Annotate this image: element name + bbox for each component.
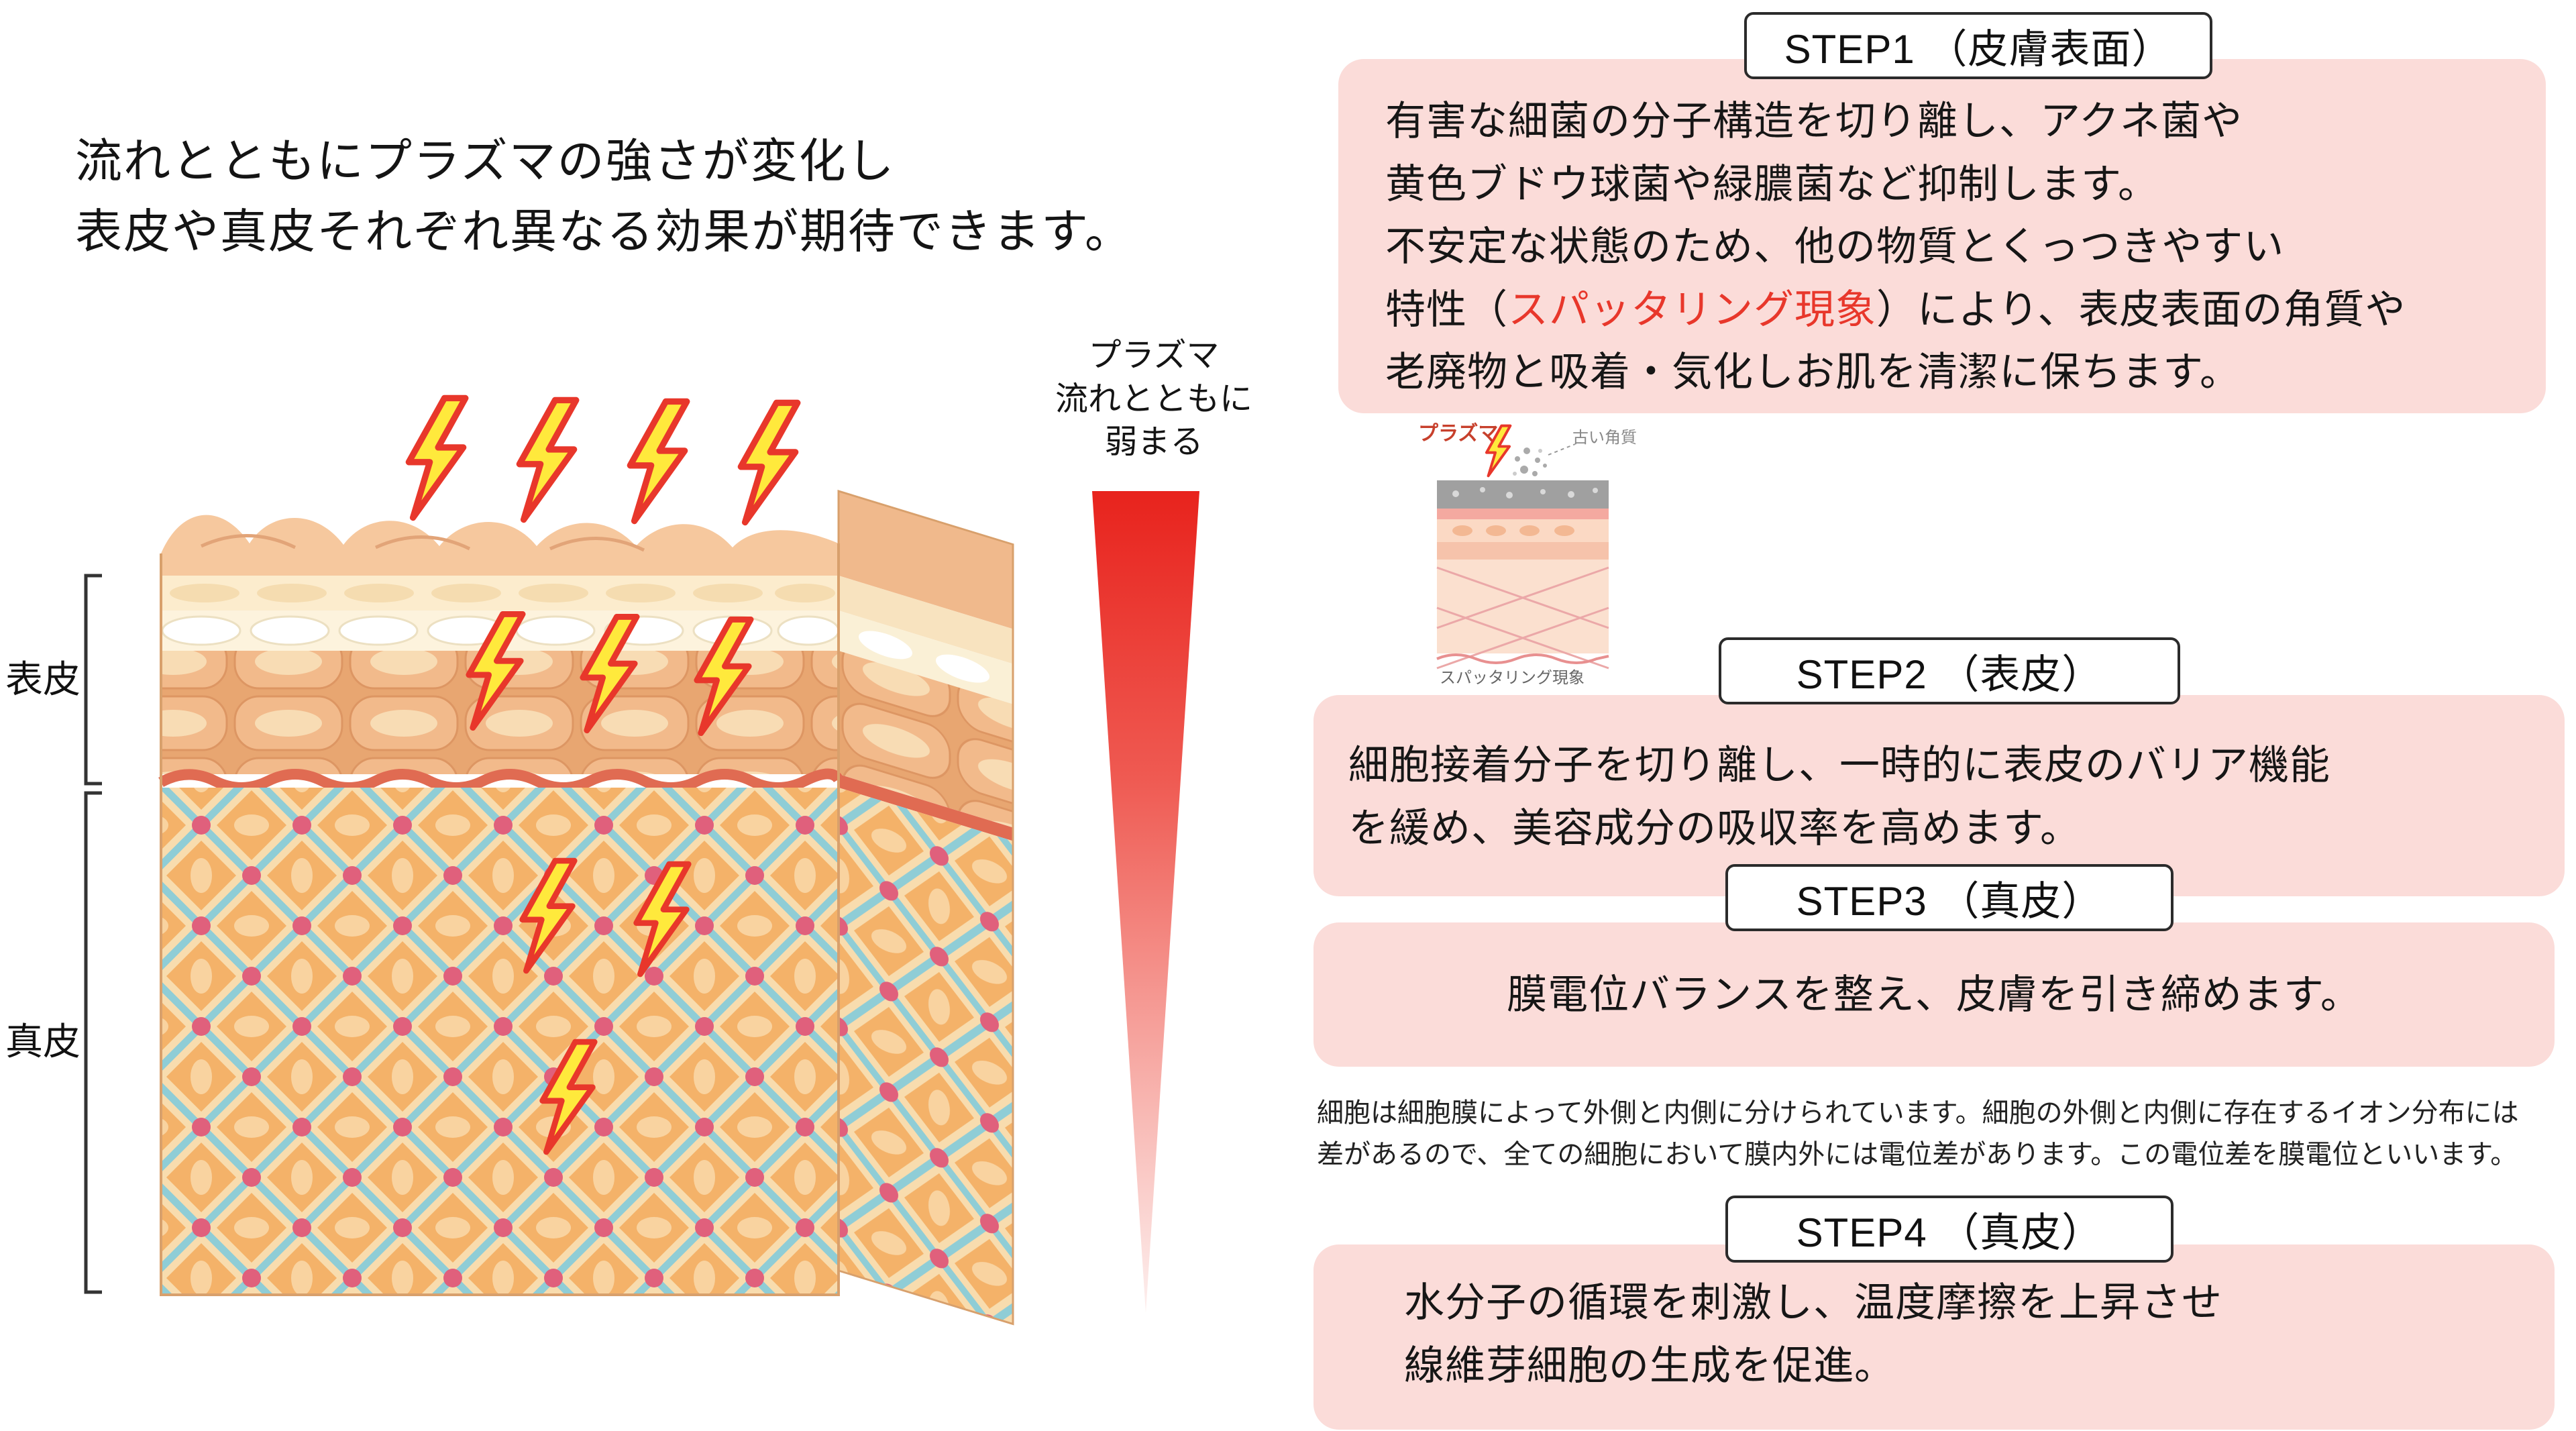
sputtering-mini-diagram: プラズマ 古い角質 スパッタリング現象 [1418, 422, 1637, 687]
membrane-potential-note: 細胞は細胞膜によって外側と内側に分けられています。細胞の外側と内側に存在するイオ… [1317, 1092, 2565, 1175]
particle-spray [1513, 447, 1547, 476]
step2-header: STEP2 （表皮） [1719, 637, 2180, 704]
step1-line2: 黄色ブドウ球菌や緑膿菌など抑制します。 [1385, 161, 2159, 207]
intro-line-1: 流れとともにプラズマの強さが変化し [75, 135, 896, 187]
plasma-strength-gradient-triangle [1092, 491, 1199, 1313]
dermis-label: 真皮 [5, 1020, 80, 1063]
intro-line-2: 表皮や真皮それぞれ異なる効果が期待できます。 [75, 205, 1133, 258]
step4-box: 水分子の循環を刺激し、温度摩擦を上昇させ 線維芽細胞の生成を促進。 [1313, 1244, 2555, 1430]
epidermis-label: 表皮 [5, 658, 80, 700]
step1-header: STEP1 （皮膚表面） [1744, 12, 2212, 79]
layer-brackets [84, 574, 102, 1294]
step1-line1: 有害な細菌の分子構造を切り離し、アクネ菌や [1385, 99, 2243, 144]
step2-box: 細胞接着分子を切り離し、一時的に表皮のバリア機能 を緩め、美容成分の吸収率を高め… [1313, 695, 2565, 896]
gradient-caption-line1: プラズマ [1088, 337, 1220, 374]
step2-line1: 細胞接着分子を切り離し、一時的に表皮のバリア機能 [1348, 743, 2330, 788]
step3-header: STEP3 （真皮） [1725, 864, 2174, 931]
step3-line1: 膜電位バランスを整え、皮膚を引き締めます。 [1507, 971, 2361, 1017]
step2-line2: を緩め、美容成分の吸収率を高めます。 [1348, 805, 2081, 851]
gradient-caption-line2: 流れとともに [1055, 380, 1252, 417]
skin-front-face [158, 515, 843, 1296]
gradient-caption-line3: 弱まる [1104, 424, 1203, 461]
step1-line4-pre: 特性（ [1385, 286, 1508, 332]
step3-box: 膜電位バランスを整え、皮膚を引き締めます。 [1313, 922, 2555, 1067]
gradient-caption: プラズマ 流れとともに 弱まる [1050, 334, 1258, 464]
step1-line3: 不安定な状態のため、他の物質とくっつきやすい [1385, 224, 2285, 270]
note-line1: 細胞は細胞膜によって外側と内側に分けられています。細胞の外側と内側に存在するイオ… [1317, 1098, 2519, 1128]
intro-text: 流れとともにプラズマの強さが変化し 表皮や真皮それぞれ異なる効果が期待できます。 [75, 126, 1133, 267]
mini-skin-block [1436, 480, 1609, 670]
skin-side-face [837, 490, 1014, 1326]
mini-old-keratin-label: 古い角質 [1572, 429, 1637, 447]
step4-line2: 線維芽細胞の生成を促進。 [1404, 1342, 1895, 1388]
skin-cross-section-diagram: 表皮 真皮 [5, 322, 1014, 1326]
step4-header: STEP4 （真皮） [1725, 1196, 2174, 1263]
step4-line1: 水分子の循環を刺激し、温度摩擦を上昇させ [1404, 1280, 2222, 1325]
mini-plasma-label: プラズマ [1418, 422, 1498, 445]
step1-line4-post: ）により、表皮表面の角質や [1876, 286, 2406, 332]
mini-sputtering-label: スパッタリング現象 [1440, 669, 1585, 687]
step1-box: 有害な細菌の分子構造を切り離し、アクネ菌や 黄色ブドウ球菌や緑膿菌など抑制します… [1338, 59, 2546, 413]
step1-line4: 特性（スパッタリング現象）により、表皮表面の角質や [1385, 278, 2546, 341]
step1-line4-sputtering: スパッタリング現象 [1508, 286, 1876, 332]
note-line2: 差があるので、全ての細胞において膜内外には電位差があります。この電位差を膜電位と… [1317, 1140, 2518, 1169]
step1-line5: 老廃物と吸着・気化しお肌を清潔に保ちます。 [1385, 350, 2241, 395]
